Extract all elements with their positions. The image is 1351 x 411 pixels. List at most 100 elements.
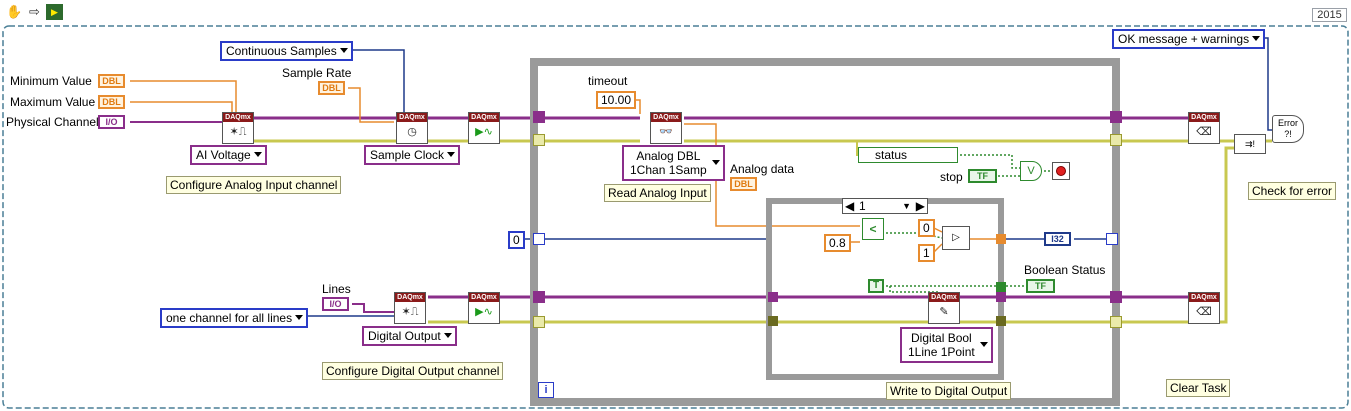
merge-errors[interactable]: ⇉! — [1234, 134, 1266, 154]
play-icon: ▶∿ — [475, 306, 493, 318]
sample-mode-ring-text: Continuous Samples — [226, 44, 337, 58]
while-loop[interactable] — [530, 58, 1120, 406]
bool-tunnel — [996, 282, 1006, 292]
daqmx-write-vi[interactable]: DAQmx ✎ — [928, 292, 960, 324]
sample-clock-ring[interactable]: Sample Clock — [364, 145, 461, 165]
case-next-icon[interactable]: ▶ — [915, 199, 925, 213]
threshold-constant[interactable]: 0.8 — [824, 234, 851, 252]
ai-error-shift-register-right[interactable] — [1110, 134, 1122, 146]
minimum-value-label: Minimum Value — [10, 74, 92, 88]
or-function[interactable]: V — [1020, 161, 1042, 181]
chevron-down-icon — [447, 152, 456, 157]
daqmx-read-vi[interactable]: DAQmx 👓 — [650, 112, 682, 144]
daqmx-header: DAQmx — [223, 113, 253, 122]
arrow-right-icon[interactable]: ⇨ — [29, 4, 40, 19]
boolean-status-indicator[interactable]: TF — [1026, 279, 1055, 293]
clock-icon: ◷ — [407, 126, 417, 138]
loop-condition-terminal[interactable] — [1052, 162, 1070, 180]
eraser-icon: ⌫ — [1196, 306, 1212, 318]
daqmx-create-channel-ai[interactable]: DAQmx ✶⎍ — [222, 112, 254, 144]
daqmx-header: DAQmx — [1189, 293, 1219, 302]
do-error-shift-register-left[interactable] — [533, 316, 545, 328]
sample-rate-terminal[interactable]: DBL — [318, 81, 345, 95]
select-false-constant[interactable]: 0 — [918, 219, 935, 237]
physical-channel-label: Physical Channel — [6, 115, 99, 129]
wire-sample-mode — [348, 49, 405, 112]
hand-icon[interactable]: ✋ — [6, 4, 23, 19]
sample-mode-ring[interactable]: Continuous Samples — [220, 41, 353, 61]
i32-conversion[interactable]: I32 — [1044, 232, 1071, 246]
daqmx-header: DAQmx — [651, 113, 681, 122]
chevron-down-icon — [253, 152, 262, 157]
wire-error-mode — [1262, 37, 1272, 131]
sample-rate-label: Sample Rate — [282, 66, 352, 80]
analog-read-line-1: Analog DBL — [636, 149, 701, 163]
error-mode-ring[interactable]: OK message + warnings — [1112, 29, 1266, 49]
lines-terminal[interactable]: I/O — [322, 297, 349, 311]
unbundle-status[interactable]: status — [858, 147, 958, 163]
ai-error-shift-register-left[interactable] — [533, 134, 545, 146]
analog-data-label: Analog data — [730, 162, 795, 176]
daqmx-start-task-ai[interactable]: DAQmx ▶∿ — [468, 112, 500, 144]
write-pencil-icon: ✎ — [939, 306, 949, 318]
chevron-down-icon — [1252, 36, 1261, 41]
wire-sample-rate — [348, 87, 394, 123]
create-channel-icon: ✶⎍ — [229, 126, 247, 138]
wire-sel-false — [933, 227, 943, 233]
analog-data-indicator[interactable]: DBL — [730, 177, 757, 191]
digital-write-poly-ring[interactable]: Digital Bool 1Line 1Point — [900, 327, 993, 363]
true-constant[interactable]: T — [868, 279, 884, 293]
daqmx-create-channel-do[interactable]: DAQmx ✶⎍ — [394, 292, 426, 324]
wire-clear-do-out — [1220, 146, 1234, 324]
check-error-note: Check for error — [1248, 182, 1337, 200]
daqmx-clear-task-ai[interactable]: DAQmx ⌫ — [1188, 112, 1220, 144]
boolean-status-label: Boolean Status — [1024, 263, 1106, 277]
ai-task-tunnel-in — [533, 111, 545, 123]
select-function[interactable]: ▷ — [942, 226, 970, 250]
line-grouping-ring[interactable]: one channel for all lines — [160, 308, 309, 328]
less-than-function[interactable]: < — [862, 218, 884, 240]
clear-task-note: Clear Task — [1166, 379, 1231, 397]
case-prev-icon[interactable]: ◀ — [845, 199, 855, 213]
daqmx-timing-vi[interactable]: DAQmx ◷ — [396, 112, 428, 144]
numeric-shift-register-left[interactable] — [533, 233, 545, 245]
wire-max-value — [130, 101, 233, 112]
maximum-value-terminal[interactable]: DBL — [98, 95, 125, 109]
numeric-shift-register-right[interactable] — [1106, 233, 1118, 245]
case-selector[interactable]: ◀ 1 ▼ ▶ — [842, 198, 928, 214]
case-output-tunnel — [996, 234, 1006, 244]
timeout-constant[interactable]: 10.00 — [596, 91, 637, 109]
stop-control-terminal[interactable]: TF — [968, 169, 997, 183]
daqmx-clear-task-do[interactable]: DAQmx ⌫ — [1188, 292, 1220, 324]
init-zero-constant[interactable]: 0 — [508, 231, 525, 249]
chevron-down-icon — [339, 48, 348, 53]
case-dropdown-icon[interactable]: ▼ — [902, 201, 911, 211]
diagram-frame — [2, 25, 1349, 409]
physical-channel-terminal[interactable]: I/O — [98, 115, 125, 129]
error-handler-label: Error — [1278, 118, 1298, 128]
daqmx-header: DAQmx — [469, 293, 499, 302]
digital-write-line-1: Digital Bool — [911, 331, 972, 345]
ai-voltage-ring-text: AI Voltage — [196, 148, 251, 162]
probe-icon[interactable]: ▶ — [46, 4, 63, 20]
simple-error-handler[interactable]: Error ?! — [1272, 115, 1304, 143]
daqmx-start-task-do[interactable]: DAQmx ▶∿ — [468, 292, 500, 324]
minimum-value-terminal[interactable]: DBL — [98, 74, 125, 88]
daqmx-header: DAQmx — [469, 113, 499, 122]
digital-output-ring-text: Digital Output — [368, 329, 441, 343]
select-true-constant[interactable]: 1 — [918, 244, 935, 262]
read-analog-note: Read Analog Input — [604, 184, 711, 202]
digital-output-ring[interactable]: Digital Output — [362, 326, 457, 346]
daqmx-header: DAQmx — [929, 293, 959, 302]
do-error-shift-register-right[interactable] — [1110, 316, 1122, 328]
wire-t-to-write — [889, 286, 940, 293]
play-icon: ▶∿ — [475, 126, 493, 138]
eraser-icon: ⌫ — [1196, 126, 1212, 138]
ai-voltage-ring[interactable]: AI Voltage — [190, 145, 267, 165]
analog-read-poly-ring[interactable]: Analog DBL 1Chan 1Samp — [622, 145, 725, 181]
error-mode-ring-text: OK message + warnings — [1118, 32, 1250, 46]
read-glasses-icon: 👓 — [659, 126, 673, 138]
digital-write-line-2: 1Line 1Point — [908, 345, 975, 359]
